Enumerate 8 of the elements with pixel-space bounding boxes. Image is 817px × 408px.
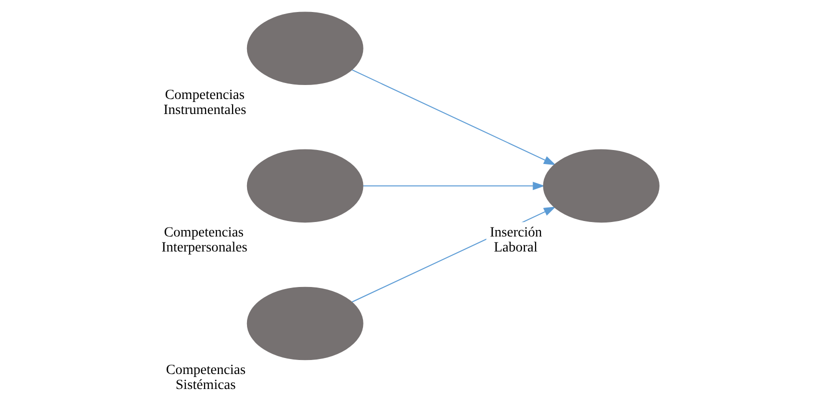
arrow (363, 182, 545, 190)
node-label: Competencias Interpersonales (162, 224, 248, 256)
node-label: Competencias Instrumentales (164, 86, 246, 118)
node-ellipse (246, 286, 364, 360)
node-ellipse (246, 149, 364, 223)
node-ellipse (246, 12, 364, 86)
arrow (352, 69, 556, 166)
node-label: Competencias Sistémicas (166, 362, 246, 393)
